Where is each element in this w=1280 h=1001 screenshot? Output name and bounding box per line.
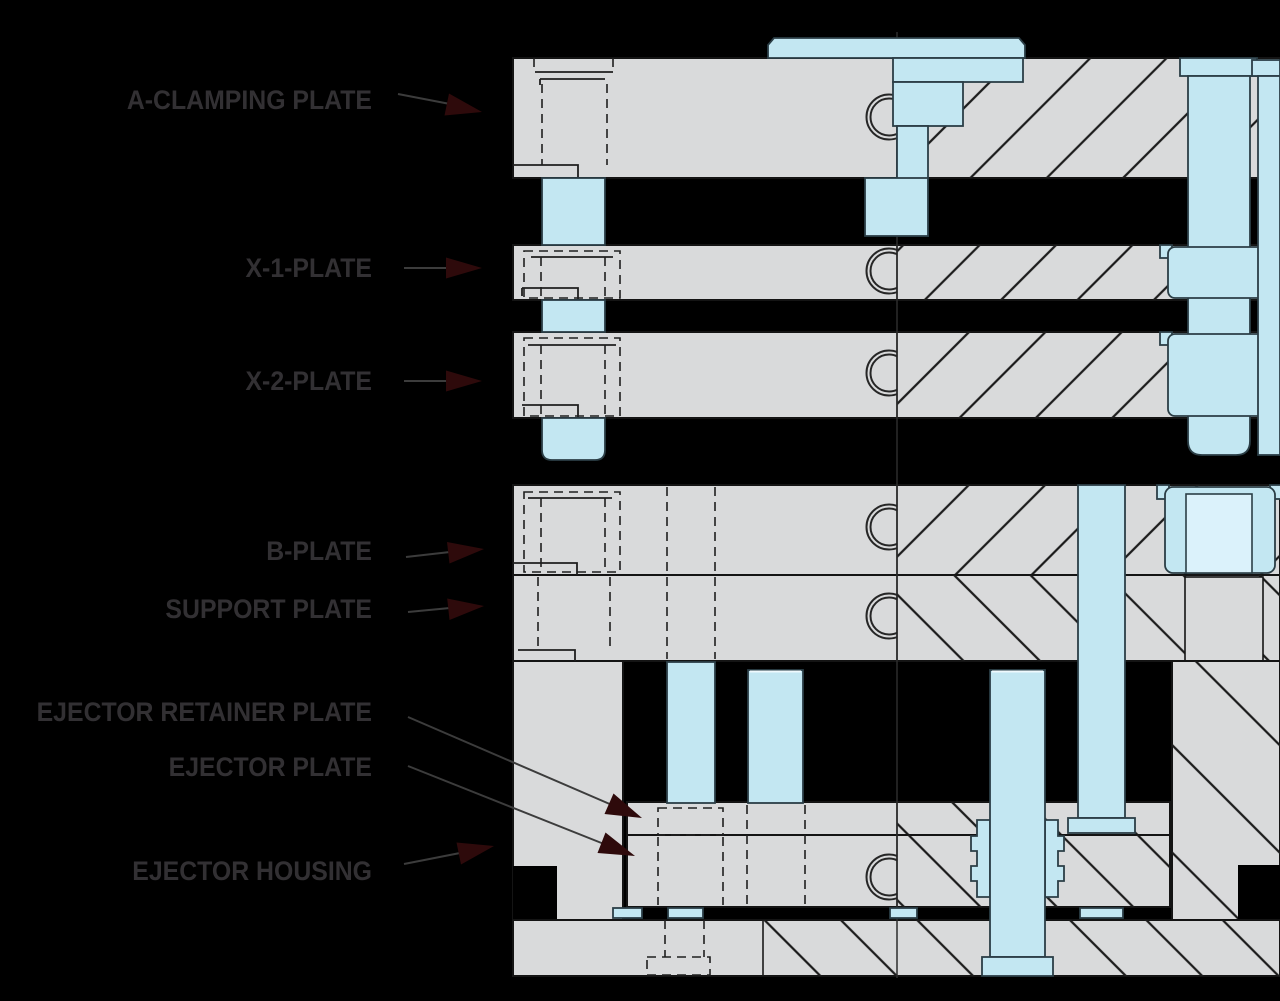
- label-ejector-retainer-plate: EJECTOR RETAINER PLATE: [36, 697, 373, 727]
- return-pin-shaft: [1077, 484, 1126, 819]
- label-x1-plate: X-1-PLATE: [245, 253, 372, 283]
- bottom-plate-hidden-hole: [664, 920, 705, 957]
- arrowhead-ejector-retainer-plate: [604, 793, 642, 818]
- guide-pillar-foot: [981, 956, 1054, 977]
- arrowhead-b-plate: [447, 542, 484, 564]
- section-ring: [865, 853, 898, 901]
- b-plate-guide-bushing: [1156, 484, 1280, 574]
- leader-pin-head: [1179, 57, 1258, 77]
- ejector-guide-pillar: [970, 669, 1065, 977]
- arrow-line-b-plate: [405, 551, 451, 558]
- section-ring: [869, 353, 898, 393]
- a-plate-pocket-edges: [513, 71, 613, 178]
- return-pin-rest-button: [1079, 907, 1124, 919]
- guide-pillar-shaft: [989, 669, 1046, 958]
- section-ring: [865, 592, 898, 640]
- section-ring: [865, 93, 898, 141]
- b-bushing-bore: [1185, 493, 1253, 574]
- section-ring: [869, 596, 898, 636]
- ejector-plate: [626, 834, 1171, 908]
- section-ring: [869, 251, 898, 291]
- b-plate-pocket-edges: [513, 497, 612, 575]
- arrowhead-x1-plate: [446, 257, 482, 279]
- section-ring: [865, 503, 898, 551]
- label-ejector-plate: EJECTOR PLATE: [168, 752, 372, 782]
- locating-ring: [767, 37, 1026, 59]
- support-plate-step-edges: [518, 649, 576, 661]
- x1-hidden-pocket-inner: [540, 257, 606, 297]
- b-plate-hidden-pocket-inner: [540, 498, 606, 568]
- arrow-line-support-plate: [407, 607, 451, 613]
- label-x2-plate: X-2-PLATE: [245, 366, 372, 396]
- arrow-line-ejector-housing: [403, 852, 461, 865]
- section-ring: [869, 507, 898, 547]
- section-ring: [865, 247, 898, 295]
- side-lock-pin-middle: [541, 299, 606, 333]
- section-ring: [869, 97, 898, 137]
- mold-components: [541, 37, 1280, 977]
- rest-button: [889, 907, 918, 919]
- ejector-housing-left-clamp-slot: [513, 866, 557, 920]
- section-ring: [869, 857, 898, 897]
- guide-bushing-serration-left: [970, 819, 991, 898]
- b-plate-hidden-pocket: [523, 491, 621, 573]
- hidden-detail-lines: [513, 58, 806, 976]
- sprue-bushing-flange: [892, 57, 1024, 83]
- a-plate-hidden-pocket: [533, 58, 614, 165]
- x2-hidden-pocket: [523, 337, 621, 417]
- guide-bushing-serration-right: [1044, 819, 1065, 898]
- arrowhead-a-clamping-plate: [444, 93, 482, 116]
- return-pin-head: [1067, 817, 1136, 834]
- x2-guide-bushing: [1167, 333, 1273, 417]
- rest-button: [667, 907, 704, 919]
- support-plate-bushing-seat: [1184, 576, 1264, 662]
- side-lock-pin-tip: [541, 417, 606, 461]
- counterbore-section-rings: [865, 93, 898, 901]
- x1-pocket-edges: [521, 256, 613, 300]
- ejector-pin-head-pocket: [657, 807, 724, 836]
- arrow-line-ejector-plate: [407, 765, 605, 845]
- rest-button: [612, 907, 643, 919]
- x1-hidden-pocket: [523, 250, 621, 299]
- arrowhead-x2-plate: [446, 370, 482, 392]
- callout-arrows: [397, 93, 642, 865]
- section-ring: [865, 349, 898, 397]
- sprue-bushing-nozzle-seat: [864, 177, 929, 237]
- x2-hidden-pocket-inner: [540, 345, 606, 415]
- ejector-housing-right-clamp-slot: [1238, 865, 1280, 920]
- label-support-plate: SUPPORT PLATE: [165, 594, 372, 624]
- sprue-bushing: [864, 57, 1024, 237]
- support-pillar: [747, 669, 804, 804]
- edge-pin-head: [1251, 59, 1280, 77]
- sprue-bushing-head: [892, 81, 964, 127]
- label-b-plate: B-PLATE: [266, 536, 372, 566]
- leader-pin-assembly: [1159, 57, 1280, 456]
- arrowhead-ejector-plate: [597, 832, 635, 856]
- ejector-pin-clearance-holes: [666, 487, 716, 659]
- return-pin: [1067, 484, 1136, 919]
- support-plate-hidden-lines: [537, 577, 611, 652]
- arrow-line-a-clamping-plate: [397, 93, 451, 105]
- arrow-line-ejector-retainer-plate: [407, 716, 613, 806]
- arrowhead-ejector-housing: [456, 842, 494, 865]
- side-lock-pin-upper: [541, 177, 606, 246]
- ejector-pin: [666, 661, 716, 804]
- label-ejector-housing: EJECTOR HOUSING: [132, 856, 372, 886]
- edge-leader-pin: [1257, 75, 1280, 456]
- x2-pocket-edges: [522, 344, 616, 418]
- ejector-plate-hidden-holes: [657, 805, 806, 905]
- arrowhead-support-plate: [447, 598, 484, 620]
- bottom-plate-hidden-counterbore: [646, 956, 711, 976]
- x1-guide-bushing: [1167, 246, 1273, 299]
- rest-buttons: [612, 907, 918, 919]
- label-a-clamping-plate: A-CLAMPING PLATE: [126, 85, 373, 115]
- side-lock-pin: [541, 177, 606, 461]
